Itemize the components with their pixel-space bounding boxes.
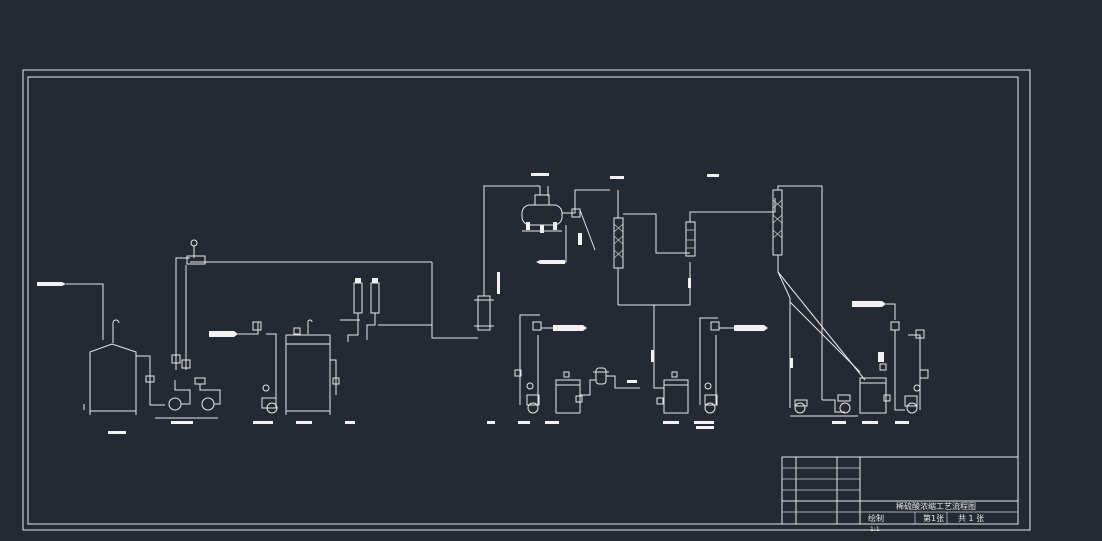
pump-icon bbox=[704, 402, 716, 414]
mid-receivers bbox=[487, 314, 768, 429]
heat-exchanger bbox=[477, 295, 491, 331]
pump-icon bbox=[906, 402, 918, 414]
scale-label: 1:1 bbox=[870, 526, 880, 533]
feed-section bbox=[37, 239, 432, 434]
outlet-arrow-icon bbox=[536, 260, 565, 264]
sheet-border bbox=[22, 69, 1031, 531]
inlet-arrow-icon bbox=[37, 282, 66, 286]
column bbox=[353, 282, 363, 314]
pump-icon bbox=[839, 402, 851, 414]
pump-icon bbox=[794, 402, 806, 414]
draw-label: 绘制 bbox=[868, 513, 884, 523]
evaporator-section bbox=[474, 173, 624, 331]
pump-icon bbox=[201, 397, 215, 411]
inlet-arrow-icon bbox=[209, 331, 238, 337]
pump-icon bbox=[168, 397, 182, 411]
receiver-section bbox=[209, 262, 478, 424]
inlet-arrow-icon bbox=[852, 301, 886, 307]
sheet-number: 第1张 bbox=[923, 513, 944, 523]
receiver-tank bbox=[663, 379, 689, 414]
sheet-total: 共 1 张 bbox=[958, 514, 984, 523]
feed-tank bbox=[89, 343, 137, 412]
column-section bbox=[613, 174, 866, 408]
product-section bbox=[790, 301, 929, 424]
filter bbox=[595, 367, 607, 385]
drawing-title: 稀硫酸浓缩工艺流程图 bbox=[896, 501, 976, 511]
packed-column bbox=[772, 189, 783, 256]
inlet-arrow-icon bbox=[734, 325, 768, 331]
column bbox=[685, 221, 696, 257]
receiver-tank bbox=[285, 334, 331, 412]
pump-icon bbox=[266, 402, 278, 414]
title-block: 稀硫酸浓缩工艺流程图 绘制 第1张 共 1 张 1:1 bbox=[781, 456, 1019, 533]
column bbox=[370, 282, 380, 314]
inlet-arrow-icon bbox=[553, 325, 587, 331]
pump-icon bbox=[527, 402, 539, 414]
